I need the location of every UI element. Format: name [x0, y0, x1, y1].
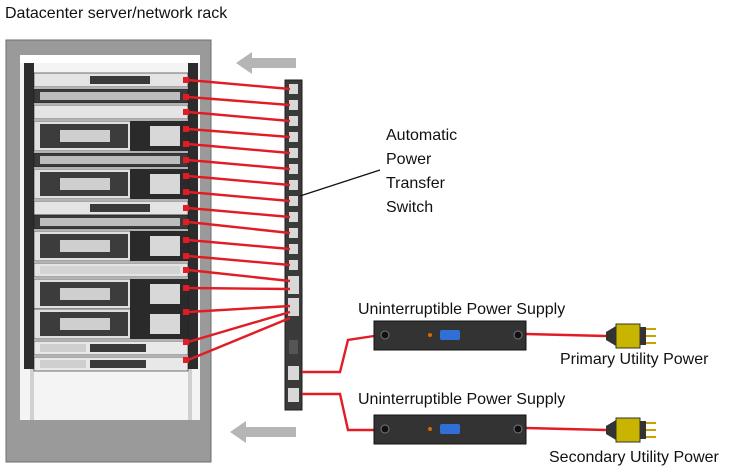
primary-utility-plug	[606, 323, 656, 349]
secondary-utility-plug	[606, 417, 656, 443]
ups-2	[373, 414, 527, 445]
rack-rail-left	[24, 63, 34, 369]
ats-label-line: Automatic	[386, 127, 458, 144]
ats-pointer-line	[299, 169, 381, 197]
ups-1	[373, 320, 527, 351]
ats-label-line: Power	[386, 151, 432, 168]
diagram-title: Datacenter server/network rack	[5, 5, 228, 22]
ats-label-line: Transfer	[386, 175, 445, 192]
ats-label: Automatic Power Transfer Switch	[386, 124, 506, 220]
ups-1-label: Uninterruptible Power Supply	[358, 301, 566, 318]
power-cables	[187, 78, 607, 432]
secondary-utility-label: Secondary Utility Power	[549, 449, 719, 466]
rack-rail-right	[188, 63, 198, 369]
airflow-arrow-bottom	[230, 421, 296, 443]
ats-label-line: Switch	[386, 199, 434, 216]
airflow-arrow-top	[236, 52, 296, 74]
ups-2-label: Uninterruptible Power Supply	[358, 391, 566, 408]
primary-utility-label: Primary Utility Power	[560, 351, 709, 368]
